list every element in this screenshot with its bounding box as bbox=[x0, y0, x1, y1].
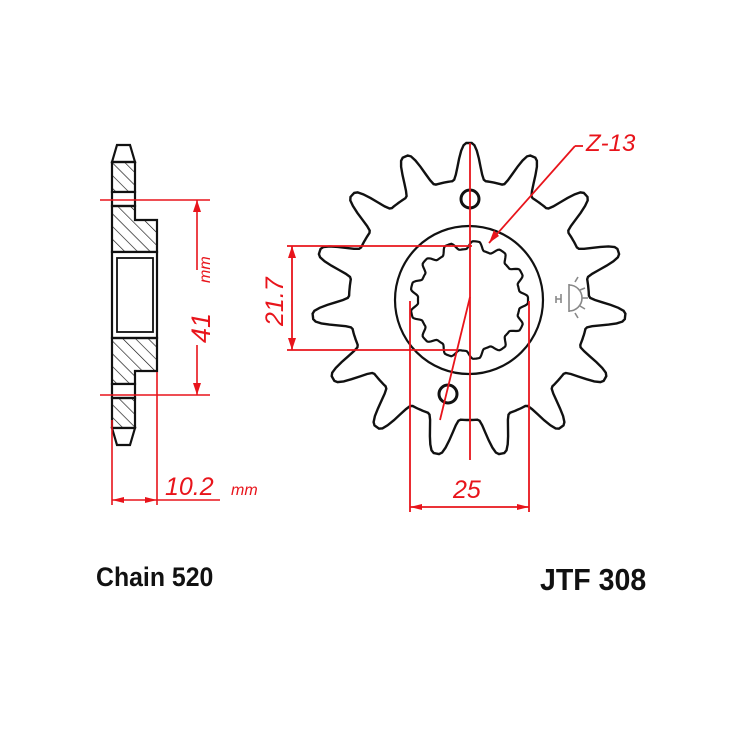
side-tooth-bottom-section bbox=[110, 396, 137, 430]
spline-minor-value: 21.7 bbox=[261, 276, 289, 327]
part-number-label: JTF 308 bbox=[540, 562, 647, 597]
thickness-value: 10.2 bbox=[165, 473, 214, 501]
hub-diameter-value: 41 bbox=[186, 313, 216, 343]
side-view bbox=[110, 143, 159, 447]
spline-bore-outline bbox=[409, 240, 530, 360]
hub-diameter-unit: mm bbox=[197, 256, 214, 283]
spline-major-value: 25 bbox=[452, 476, 481, 504]
side-hub-upper-section bbox=[110, 204, 159, 254]
side-tooth-top-section bbox=[110, 160, 137, 194]
side-tooth-top bbox=[110, 143, 137, 164]
thickness-unit: mm bbox=[231, 482, 258, 499]
chain-size-label: Chain 520 bbox=[96, 562, 214, 592]
side-bore bbox=[110, 250, 159, 340]
front-dimensions bbox=[287, 143, 583, 512]
side-tooth-bottom bbox=[110, 426, 137, 447]
projection-view-icon bbox=[555, 276, 588, 319]
side-hub-lower-section bbox=[110, 336, 159, 386]
hub-circle bbox=[393, 224, 545, 376]
sprocket-outline bbox=[311, 141, 627, 456]
side-dimensions bbox=[100, 199, 220, 505]
spline-count-label: Z-13 bbox=[585, 130, 636, 157]
